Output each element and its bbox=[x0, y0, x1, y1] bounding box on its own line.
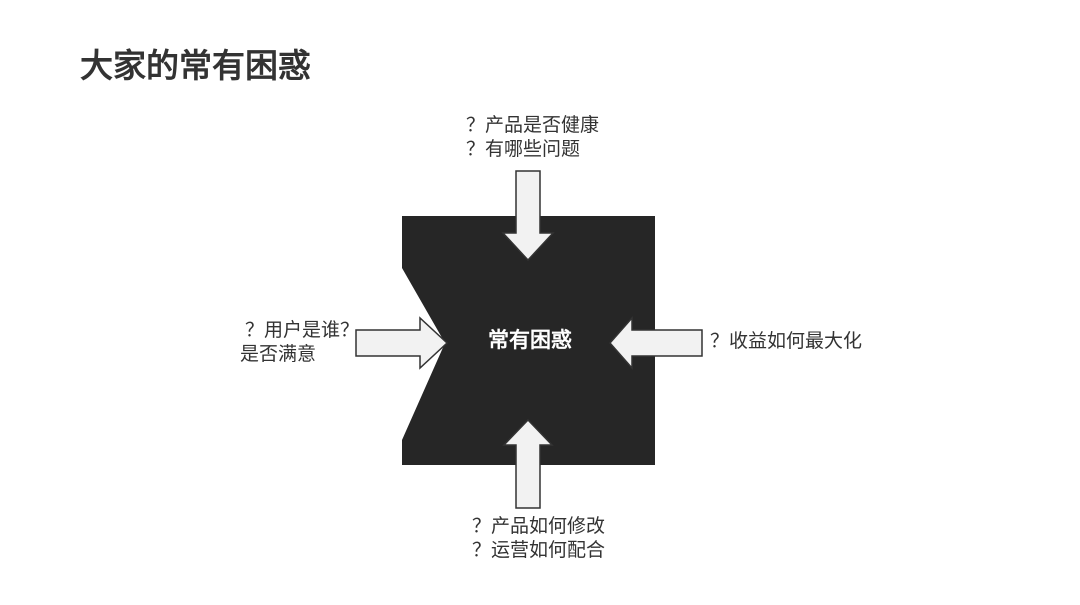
bottom-question-line-1: ？产品如何修改 bbox=[472, 515, 606, 537]
center-block bbox=[402, 216, 655, 465]
arrow-down bbox=[501, 170, 555, 262]
top-question-line-1: ？产品是否健康 bbox=[466, 114, 600, 136]
top-question-line-2: ？有哪些问题 bbox=[466, 138, 581, 160]
right-question-label: ？收益如何最大化 bbox=[710, 329, 862, 353]
bottom-question-label: ？产品如何修改 ？运营如何配合 bbox=[472, 514, 605, 562]
slide-title: 大家的常有困惑 bbox=[80, 46, 311, 85]
arrow-left bbox=[609, 316, 703, 370]
left-question-line-2: 是否满意 bbox=[240, 343, 317, 365]
left-question-line-1: ？用户是谁？ bbox=[245, 319, 360, 341]
left-question-label: ？用户是谁？ 是否满意 bbox=[240, 318, 359, 366]
bottom-question-line-2: ？运营如何配合 bbox=[472, 539, 606, 561]
top-question-label: ？产品是否健康 ？有哪些问题 bbox=[466, 113, 599, 161]
arrow-right bbox=[355, 316, 449, 370]
right-question-line-1: ？收益如何最大化 bbox=[710, 330, 863, 352]
arrow-up bbox=[502, 418, 554, 509]
center-label: 常有困惑 bbox=[488, 328, 572, 352]
